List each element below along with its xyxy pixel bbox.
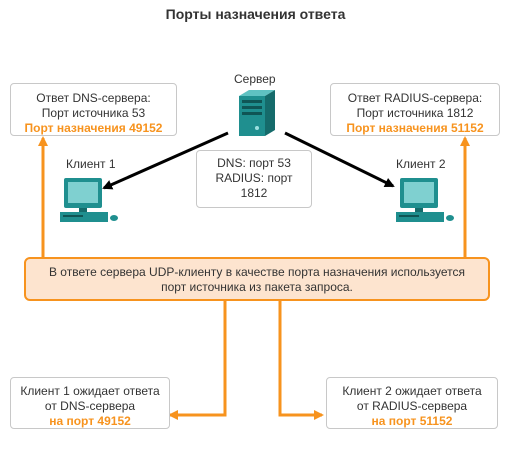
server-icon — [239, 90, 275, 136]
client1-wait-box: Клиент 1 ожидает ответа от DNS-сервера н… — [10, 377, 170, 429]
client1-label: Клиент 1 — [66, 157, 116, 171]
client2-wait-box: Клиент 2 ожидает ответа от RADIUS-сервер… — [326, 377, 498, 429]
computer-icon — [396, 178, 454, 222]
computer-icon — [60, 178, 118, 222]
radius-reply-box: Ответ RADIUS-сервера: Порт источника 181… — [330, 83, 500, 136]
server-ports-line2: RADIUS: порт — [215, 171, 293, 185]
radius-reply-destination-port: Порт назначения 51152 — [346, 121, 484, 135]
explanation-note-line2: порт источника из пакета запроса. — [161, 280, 353, 294]
arrow-note-to-client2-wait — [278, 301, 324, 420]
arrow-note-to-client1-wait — [168, 301, 227, 420]
explanation-note: В ответе сервера UDP-клиенту в качестве … — [24, 257, 490, 301]
server-ports-line3: 1812 — [240, 186, 268, 200]
radius-reply-line1: Ответ RADIUS-сервера: — [347, 91, 483, 105]
dns-reply-box: Ответ DNS-сервера: Порт источника 53 Пор… — [10, 83, 177, 136]
dns-reply-line1: Ответ DNS-сервера: — [36, 91, 151, 105]
client2-wait-line2: от RADIUS-сервера — [356, 399, 468, 413]
server-ports-line1: DNS: порт 53 — [217, 156, 291, 170]
server-ports-box: DNS: порт 53 RADIUS: порт 1812 — [196, 150, 312, 208]
explanation-note-line1: В ответе сервера UDP-клиенту в качестве … — [48, 265, 466, 279]
dns-reply-line2: Порт источника 53 — [41, 106, 146, 120]
client1-wait-port: на порт 49152 — [49, 414, 131, 428]
arrow-server-to-client2 — [284, 131, 395, 188]
client2-wait-line1: Клиент 2 ожидает ответа — [342, 384, 482, 398]
client2-label: Клиент 2 — [396, 157, 446, 171]
arrow-server-to-client1 — [102, 131, 229, 190]
diagram-title: Порты назначения ответа — [165, 6, 346, 22]
client1-wait-line2: от DNS-сервера — [44, 399, 136, 413]
radius-reply-line2: Порт источника 1812 — [356, 106, 474, 120]
client2-wait-port: на порт 51152 — [371, 414, 453, 428]
dns-reply-destination-port: Порт назначения 49152 — [24, 121, 163, 135]
client1-wait-line1: Клиент 1 ожидает ответа — [20, 384, 160, 398]
server-label: Сервер — [234, 72, 276, 86]
